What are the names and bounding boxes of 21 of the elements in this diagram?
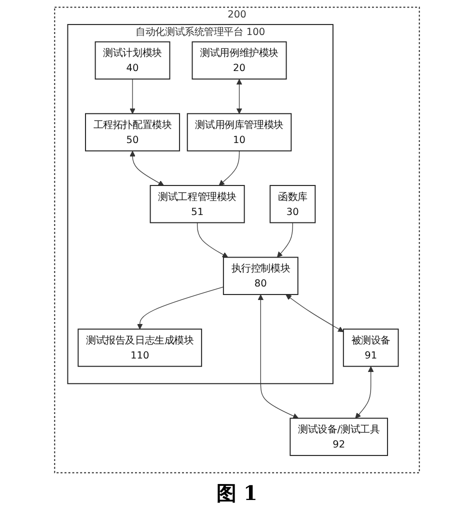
node-box: 测试报告及日志生成模块 110 [78,328,202,367]
arrow [236,79,242,114]
node-box: 被测设备 91 [342,328,399,367]
node-box: 测试用例库管理模块 10 [186,113,292,152]
node-box: 测试工程管理模块 51 [150,184,245,224]
node-box: 测试计划模块 40 [94,41,170,80]
arrow [286,294,344,332]
arrow [355,366,374,419]
arrow [130,150,164,186]
arrow [218,150,240,186]
node-box: 工程拓扑配置模块 50 [85,113,180,152]
arrow [130,78,136,114]
node-box: 测试用例维护模块 20 [192,41,287,80]
arrow [258,294,299,419]
arrow [137,286,224,330]
node-box: 测试设备/测试工具 92 [290,418,388,456]
arrow [197,222,228,258]
arrow [276,222,293,258]
figure-caption: 图 1 [216,480,258,507]
node-box: 执行控制模块 80 [222,256,298,295]
node-box: 函数库 30 [270,184,316,224]
